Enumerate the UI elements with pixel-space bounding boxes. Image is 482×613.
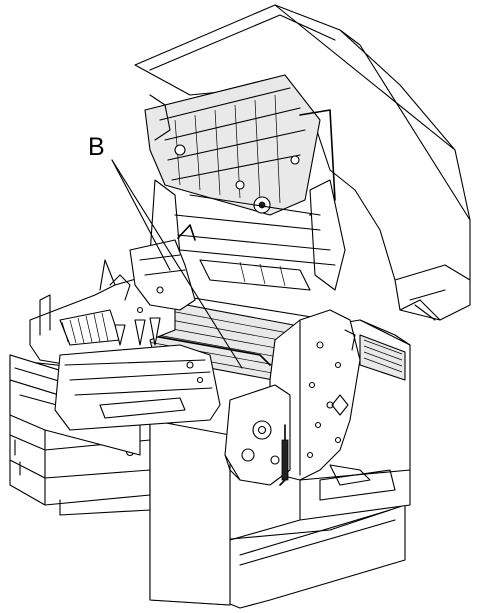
callout-b-leaders <box>111 159 243 369</box>
callout-b-label: B <box>88 133 105 161</box>
right-side-frame <box>224 309 371 486</box>
inner-left-guide <box>54 317 221 431</box>
fuser-assembly <box>144 74 336 216</box>
left-lever <box>129 224 196 311</box>
paper-tray <box>219 469 411 609</box>
